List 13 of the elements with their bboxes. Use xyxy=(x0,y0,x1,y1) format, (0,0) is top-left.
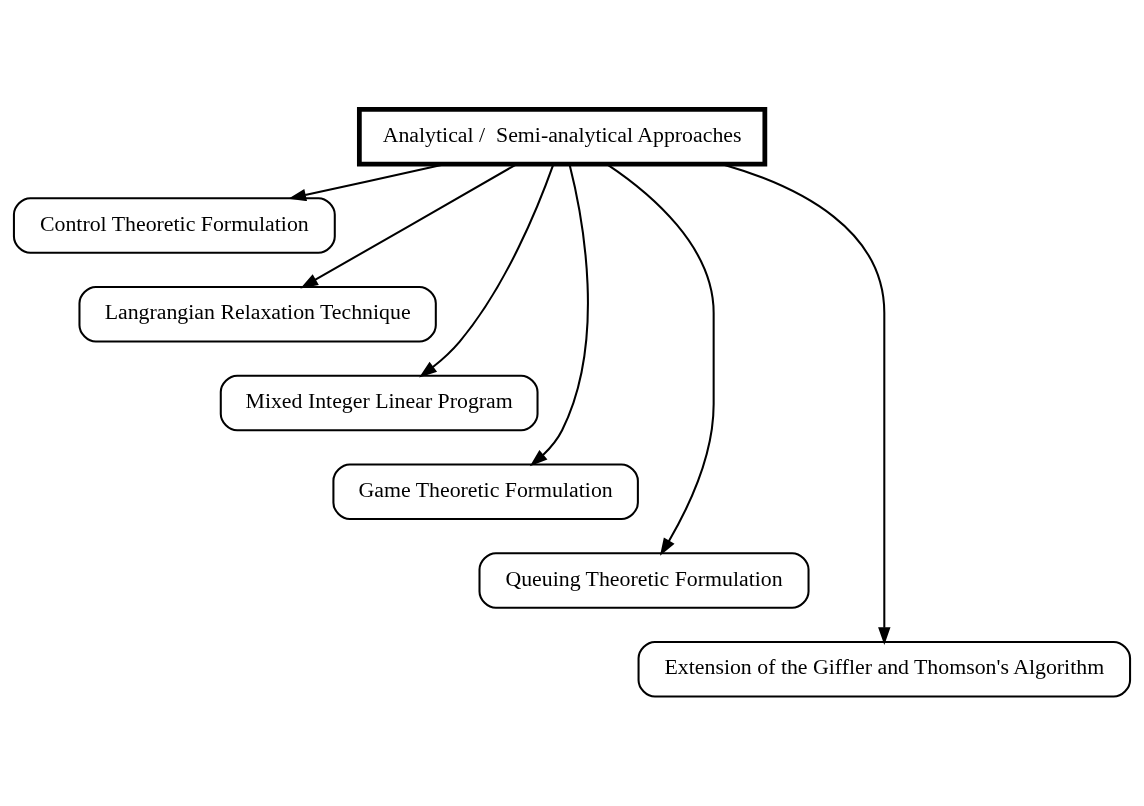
arrow xyxy=(300,163,518,289)
arrow xyxy=(721,163,891,645)
node-box: Extension of the Giffler and Thomson's Algorithm xyxy=(637,640,1132,698)
arrow xyxy=(419,163,555,378)
node-box: Analytical / Semi-analytical Approaches xyxy=(356,107,768,167)
arrow xyxy=(288,163,445,202)
node-box: Langrangian Relaxation Technique xyxy=(78,285,437,343)
arrow xyxy=(529,163,589,467)
node-box: Mixed Integer Linear Program xyxy=(219,374,539,432)
node-box: Queuing Theoretic Formulation xyxy=(478,552,810,609)
node-box: Game Theoretic Formulation xyxy=(332,463,639,521)
arrow xyxy=(606,163,715,556)
node-box: Control Theoretic Formulation xyxy=(12,197,336,254)
